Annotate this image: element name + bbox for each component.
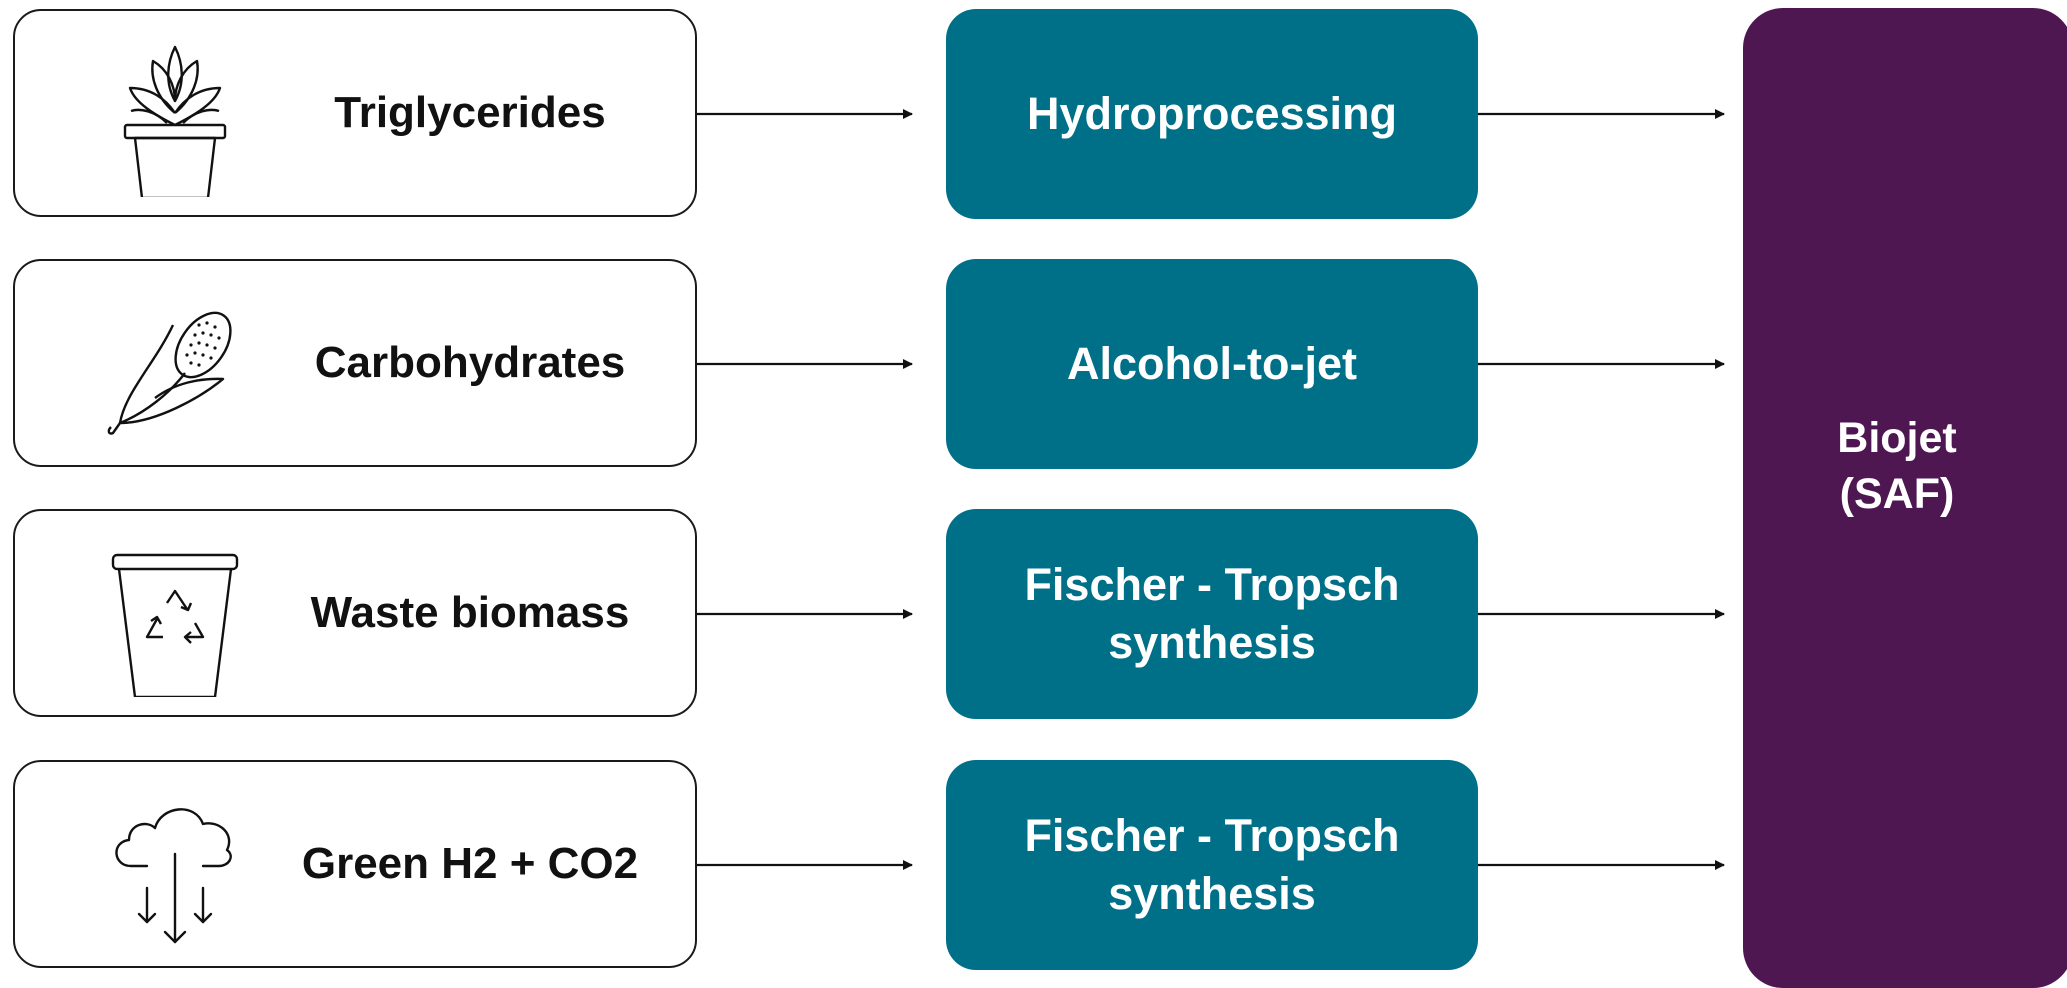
corn-icon xyxy=(95,283,255,447)
flow-arrows xyxy=(697,109,1725,870)
feedstock-box-green-h2-co2: Green H2 + CO2 xyxy=(13,760,697,968)
product-label: Biojet (SAF) xyxy=(1837,414,1957,518)
feedstock-label: Carbohydrates xyxy=(314,338,626,387)
feedstock-label: Green H2 + CO2 xyxy=(301,839,639,888)
recycle-bin-icon xyxy=(95,533,255,699)
feedstock-label: Waste biomass xyxy=(310,588,630,637)
cloud-download-icon xyxy=(95,784,255,948)
process-box-fischer-tropsch-2: Fischer - Tropsch synthesis xyxy=(946,760,1478,970)
process-box-hydroprocessing: Hydroprocessing xyxy=(946,9,1478,219)
product-box-biojet: Biojet (SAF) xyxy=(1743,8,2067,988)
plant-pot-icon xyxy=(95,33,255,200)
feedstock-box-waste-biomass: Waste biomass xyxy=(13,509,697,717)
process-box-alcohol-to-jet: Alcohol-to-jet xyxy=(946,259,1478,469)
feedstock-label: Triglycerides xyxy=(334,88,606,137)
feedstock-box-carbohydrates: Carbohydrates xyxy=(13,259,697,467)
process-box-fischer-tropsch-1: Fischer - Tropsch synthesis xyxy=(946,509,1478,719)
feedstock-box-triglycerides: Triglycerides xyxy=(13,9,697,217)
